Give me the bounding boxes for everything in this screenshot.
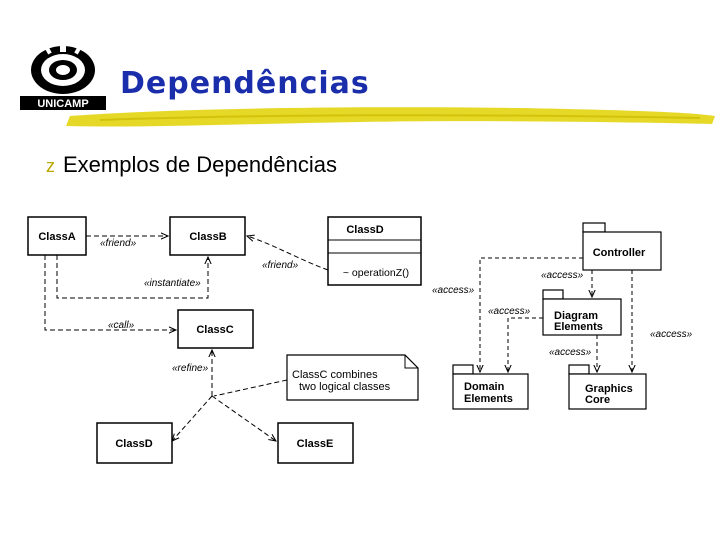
access-label-2: «access» [432, 285, 475, 296]
refine-label: «refine» [172, 363, 209, 374]
diagram-elements-package: Diagram Elements [542, 289, 622, 336]
bullet-icon: z [46, 156, 55, 176]
class-d-top-label: ClassD [346, 224, 383, 236]
class-a-label: ClassA [38, 231, 75, 243]
operation-label: ~ operationZ() [343, 267, 409, 279]
friend-d-b-arrow [247, 236, 329, 271]
class-b-box: ClassB [169, 216, 246, 256]
call-label: «call» [108, 320, 135, 331]
note-line-2: two logical classes [299, 381, 391, 393]
class-d-bottom-label: ClassD [115, 438, 152, 450]
logo-text-band [20, 96, 106, 110]
instantiate-arrow [56, 255, 208, 299]
title-underline [66, 107, 715, 127]
controller-label: Controller [593, 247, 646, 259]
access-label-4: «access» [650, 329, 693, 340]
diagram-elements-line-2: Elements [554, 321, 603, 333]
friend-label-2: «friend» [262, 260, 299, 271]
class-c-box: ClassC [177, 309, 254, 349]
instantiate-label: «instantiate» [144, 278, 201, 289]
diagram-elements-line-1: Diagram [554, 310, 598, 322]
graphics-core-line-1: Graphics [585, 383, 633, 395]
class-d-bottom-box: ClassD [96, 422, 173, 464]
right-package-diagram: Controller Diagram Elements Domain Eleme… [432, 222, 693, 410]
class-a-box: ClassA [27, 216, 87, 256]
bullet-text: Exemplos de Dependências [63, 152, 337, 177]
logo-text: UNICAMP [37, 98, 88, 110]
graphics-core-package: Graphics Core [568, 364, 647, 410]
left-dependency-diagram: ClassA ClassB ClassD ~ operationZ() Clas… [27, 216, 422, 464]
page-title: Dependências [120, 66, 370, 101]
class-b-label: ClassB [189, 231, 226, 243]
call-arrow [44, 255, 176, 330]
access-controller-domain-arrow [480, 257, 583, 372]
dependency-diagrams: ClassA ClassB ClassD ~ operationZ() Clas… [27, 216, 693, 464]
note-box: ClassC combines two logical classes [286, 354, 419, 401]
class-c-label: ClassC [196, 324, 233, 336]
class-d-top-box: ClassD ~ operationZ() [327, 216, 422, 286]
dep-to-class-e-arrow [211, 395, 276, 441]
domain-elements-line-1: Domain [464, 381, 505, 393]
friend-label-1: «friend» [100, 238, 137, 249]
access-diagram-domain-arrow [508, 317, 543, 372]
unicamp-logo: UNICAMP [20, 42, 106, 110]
access-label-3: «access» [488, 306, 531, 317]
class-e-label: ClassE [297, 438, 334, 450]
access-label-5: «access» [549, 347, 592, 358]
note-anchor-line [213, 379, 288, 397]
note-line-1: ClassC combines [292, 369, 378, 381]
domain-elements-package: Domain Elements [452, 364, 529, 410]
access-label-1: «access» [541, 270, 584, 281]
logo-emblem [31, 42, 95, 94]
bullet-item: z Exemplos de Dependências [46, 152, 337, 178]
class-e-box: ClassE [277, 422, 354, 464]
graphics-core-line-2: Core [585, 394, 610, 406]
dep-to-class-d-arrow [172, 395, 213, 441]
controller-package: Controller [582, 222, 662, 271]
domain-elements-line-2: Elements [464, 393, 513, 405]
